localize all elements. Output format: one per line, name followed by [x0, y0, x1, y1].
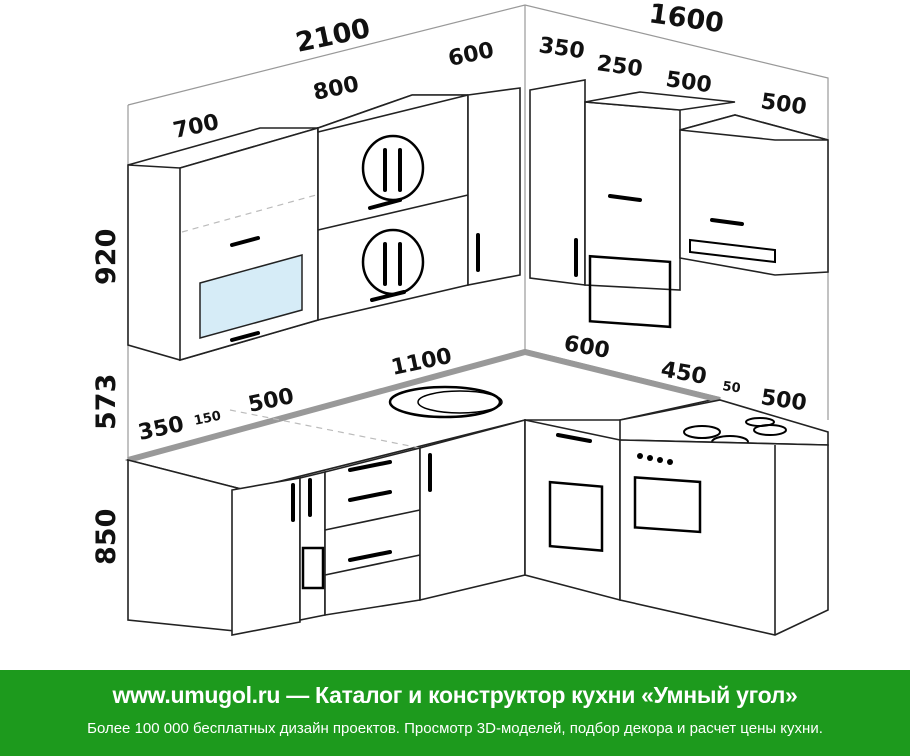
- dim-350-base: 350: [136, 412, 186, 446]
- dim-2100: 2100: [293, 13, 373, 59]
- dim-500-upper-b: 500: [759, 89, 808, 120]
- glass-door: [199, 254, 303, 339]
- footer-subline: Более 100 000 бесплатных дизайн проектов…: [87, 720, 823, 737]
- hood-icon: [689, 238, 776, 264]
- dim-600-base: 600: [562, 331, 612, 364]
- stove-knobs: [637, 453, 673, 465]
- dim-500-upper-a: 500: [664, 67, 713, 98]
- dim-1600: 1600: [647, 0, 726, 39]
- dimension-labels: 2100 1600 700 800 600 350 250 500 500 92…: [91, 0, 808, 565]
- countertop: [124, 348, 829, 491]
- dim-920: 920: [91, 229, 122, 285]
- stove: [619, 439, 829, 636]
- bottle-icon: [301, 546, 325, 590]
- dim-500-base-left: 500: [246, 384, 296, 418]
- microwave-icon: [588, 254, 672, 329]
- dim-600-upper: 600: [446, 38, 496, 72]
- sink: [388, 385, 502, 419]
- upper-cabinets-right: [529, 79, 829, 329]
- dishwasher-icon: [548, 480, 604, 553]
- upper-cabinets-left: [127, 87, 521, 362]
- dim-250: 250: [595, 51, 644, 82]
- dim-50: 50: [721, 379, 741, 396]
- dim-500-base-right: 500: [759, 385, 808, 416]
- footer-headline-link[interactable]: www.umugol.ru — Каталог и конструктор ку…: [112, 682, 798, 708]
- oven-door: [633, 476, 702, 534]
- dim-150: 150: [193, 409, 223, 429]
- dim-850: 850: [91, 509, 122, 565]
- base-cabinets: [127, 418, 829, 636]
- kitchen-diagram: 2100 1600 700 800 600 350 250 500 500 92…: [91, 0, 829, 636]
- dim-800: 800: [311, 72, 361, 106]
- dim-573: 573: [91, 374, 122, 430]
- promo-footer: www.umugol.ru — Каталог и конструктор ку…: [0, 670, 910, 756]
- dim-350-upper: 350: [537, 33, 586, 64]
- dim-700: 700: [171, 110, 221, 144]
